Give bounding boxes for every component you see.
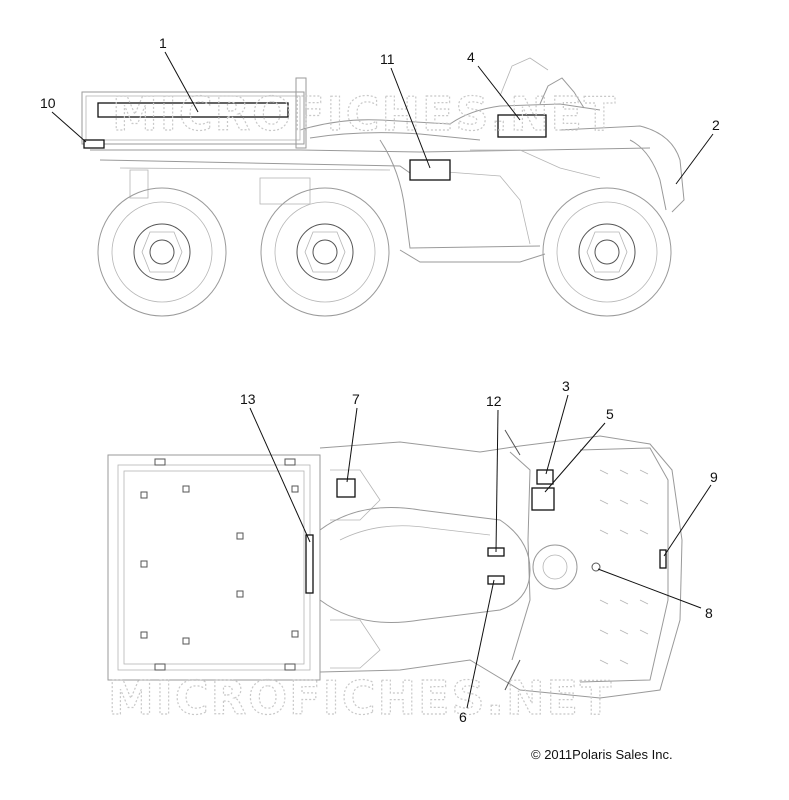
callout-5: 5 bbox=[606, 406, 614, 422]
callout-6: 6 bbox=[459, 709, 467, 725]
rear-wheel-1 bbox=[97, 187, 227, 317]
callout-11: 11 bbox=[380, 51, 395, 67]
callout-7: 7 bbox=[352, 391, 360, 407]
cargo-bed-tiedowns bbox=[140, 458, 299, 671]
decal-3-front-fender-top bbox=[536, 469, 554, 485]
decal-4-front-fender bbox=[497, 114, 547, 138]
callout-2: 2 bbox=[712, 117, 720, 133]
callout-8: 8 bbox=[705, 605, 713, 621]
callout-10: 10 bbox=[40, 95, 56, 111]
decal-8-fuel-cap bbox=[591, 562, 601, 572]
watermark-bottom: MICROFICHES.NET bbox=[108, 671, 613, 725]
decal-11-side-panel bbox=[409, 159, 451, 181]
decal-7-rear-fender bbox=[336, 478, 356, 498]
callout-13: 13 bbox=[240, 391, 256, 407]
callout-3: 3 bbox=[562, 378, 570, 394]
callout-12: 12 bbox=[486, 393, 502, 409]
rear-wheel-2 bbox=[260, 187, 390, 317]
copyright-notice: © 2011Polaris Sales Inc. bbox=[531, 747, 673, 762]
decal-6-handlebar-lower bbox=[487, 575, 505, 585]
callout-9: 9 bbox=[710, 469, 718, 485]
decal-5-front-fender-warning bbox=[531, 487, 555, 511]
decal-13-cargo-side-strip bbox=[305, 534, 314, 594]
watermark-top: MICROFICHES.NET bbox=[112, 87, 617, 141]
top-view-vehicle bbox=[107, 429, 683, 699]
front-rack-slots bbox=[599, 469, 649, 665]
callout-4: 4 bbox=[467, 49, 475, 65]
front-wheel bbox=[542, 187, 672, 317]
callout-1: 1 bbox=[159, 35, 167, 51]
decal-10-cargo-corner bbox=[83, 139, 105, 149]
decal-9-front-bumper bbox=[659, 549, 667, 569]
leader-lines bbox=[51, 51, 714, 709]
